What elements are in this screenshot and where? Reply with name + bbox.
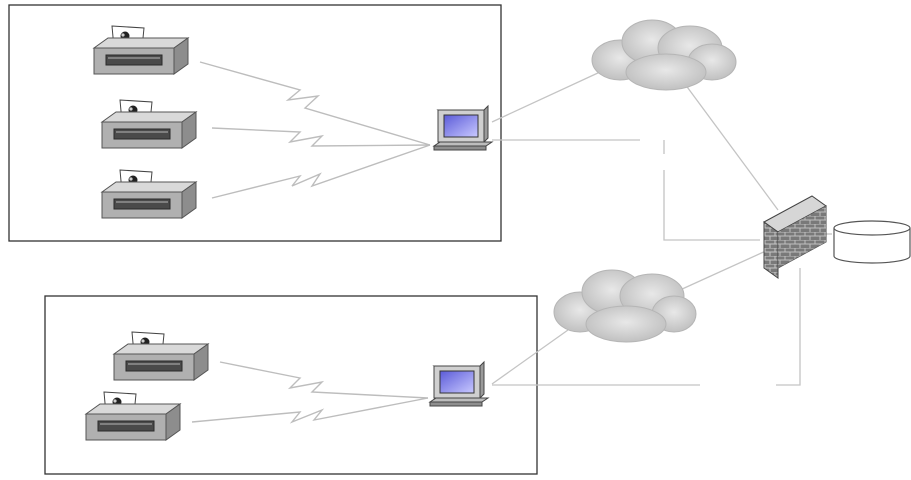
wireless-links-bottom xyxy=(191,361,429,424)
cloud-bottom-icon xyxy=(553,269,697,343)
firewall-icon xyxy=(763,195,827,279)
printer-1 xyxy=(93,25,189,75)
network-lines xyxy=(491,71,832,386)
printer-3 xyxy=(101,169,197,219)
wireless-links-top xyxy=(199,61,431,199)
printer-5 xyxy=(85,391,181,441)
printer-4 xyxy=(113,331,209,381)
database-icon xyxy=(833,220,911,264)
site-box-top xyxy=(8,4,502,242)
printer-2 xyxy=(101,99,197,149)
workstation-bottom xyxy=(429,361,489,407)
cloud-top-icon xyxy=(591,19,737,91)
workstation-top xyxy=(433,105,493,151)
